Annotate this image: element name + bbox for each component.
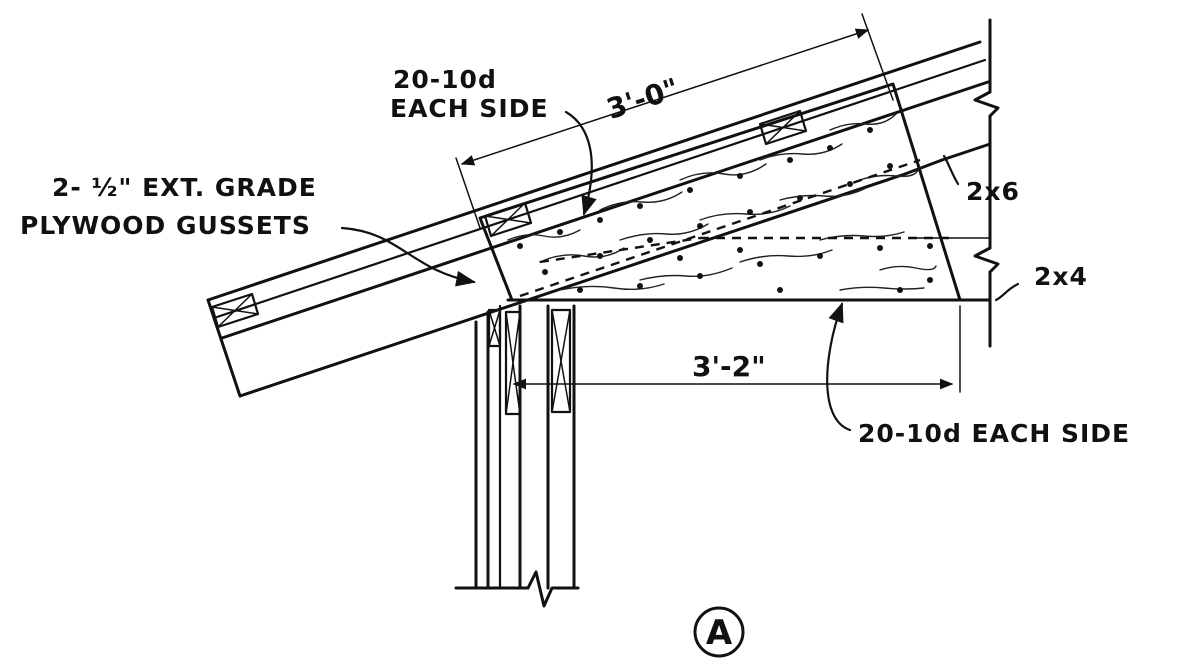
nailer-block-left (210, 292, 260, 329)
gusset-label-line2: PLYWOOD GUSSETS (20, 211, 311, 240)
detail-marker: A (693, 606, 745, 658)
nailing-top-line2: EACH SIDE (390, 94, 549, 123)
leader-rafter-size (942, 154, 960, 186)
ceiling-joist (506, 298, 992, 393)
nailing-top-line1: 20-10d (393, 65, 497, 94)
leader-top-nailing (564, 110, 597, 216)
leader-joist-size (994, 282, 1020, 302)
detail-marker-letter: A (706, 613, 733, 653)
leader-gusset (340, 226, 476, 287)
leader-bottom-nailing (826, 302, 852, 432)
dimension-label-3-0: 3'-0" (603, 72, 683, 126)
wall-studs (454, 304, 580, 608)
dimension-label-3-2: 3'-2" (692, 350, 766, 383)
nailing-bottom-label: 20-10d EACH SIDE (858, 419, 1130, 448)
gusset-label-line1: 2- ½" EXT. GRADE (52, 173, 317, 202)
rafter-size-label: 2x6 (966, 177, 1020, 206)
break-line-right (909, 18, 1000, 348)
ceiling-joist-size-label: 2x4 (1034, 262, 1088, 291)
plywood-gusset (478, 82, 962, 302)
dimension-along-rafter (455, 13, 894, 229)
